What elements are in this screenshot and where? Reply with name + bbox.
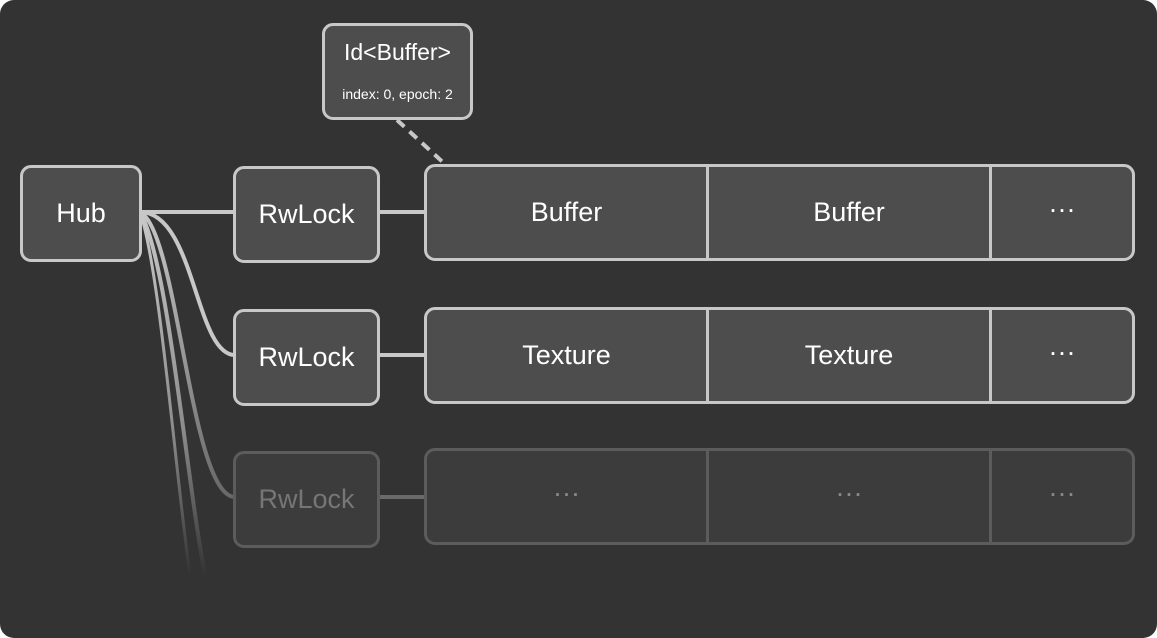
rwlock-label: RwLock: [258, 342, 355, 372]
registry-row-buffers: Buffer Buffer ···: [424, 164, 1135, 261]
hub-to-lock-3-line: [138, 210, 236, 499]
registry-row-textures: Texture Texture ···: [424, 307, 1135, 404]
rwlock-node-1: RwLock: [233, 166, 380, 263]
rwlock-node-2: RwLock: [233, 309, 380, 406]
hub-label: Hub: [56, 198, 106, 228]
tooltip-pointer-line: [395, 118, 449, 168]
registry-cell-more: ···: [1048, 478, 1076, 508]
registry-cell: Buffer: [427, 167, 709, 258]
registry-cell: ···: [427, 451, 709, 542]
registry-cell-more: ···: [1048, 337, 1076, 367]
registry-cell: Buffer: [709, 167, 992, 258]
registry-cell-more: ···: [1048, 194, 1076, 224]
rwlock-label: RwLock: [258, 484, 355, 514]
hub-to-lock-2-line: [139, 210, 236, 357]
hub-node: Hub: [20, 165, 142, 262]
hub-tail-line-1: [138, 210, 207, 576]
registry-cell: Texture: [427, 310, 709, 401]
id-tooltip-title: Id<Buffer>: [344, 39, 451, 65]
rwlock-label: RwLock: [258, 199, 355, 229]
rwlock-node-3: RwLock: [233, 451, 380, 548]
id-tooltip-subtitle: index: 0, epoch: 2: [342, 86, 453, 102]
id-buffer-tooltip: Id<Buffer> index: 0, epoch: 2: [322, 23, 473, 120]
registry-row-more: ··· ··· ···: [424, 448, 1135, 545]
hub-tail-line-2: [138, 211, 192, 576]
registry-cell: ···: [709, 451, 992, 542]
registry-cell: Texture: [709, 310, 992, 401]
